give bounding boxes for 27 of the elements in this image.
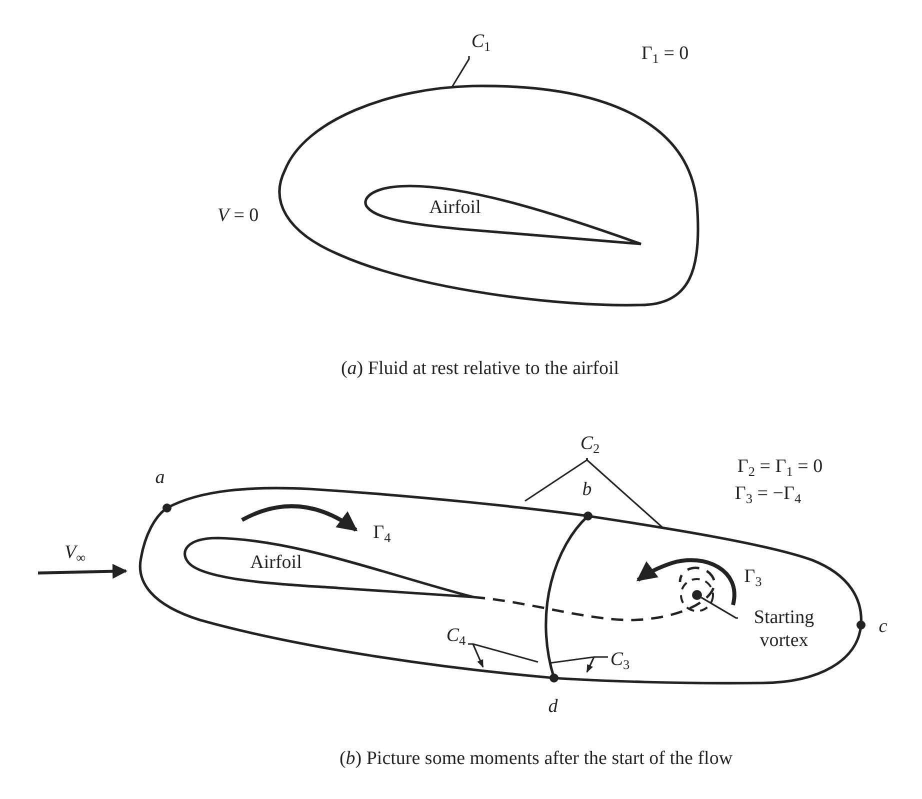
curve-name: C$_{1}$ bbox=[471, 31, 491, 53]
point-label: d bbox=[548, 696, 558, 718]
caption: (a) Fluid at rest relative to the airfoil bbox=[340, 358, 620, 380]
callout-text: Starting vortex bbox=[752, 606, 816, 652]
airfoil-label: Airfoil bbox=[250, 552, 302, 574]
circulation-label: Γ$_{3}$ = −Γ$_{4}$ bbox=[734, 483, 802, 505]
leader-line bbox=[524, 458, 588, 502]
leader-line bbox=[586, 458, 663, 528]
curve-name: C$_{2}$ bbox=[580, 433, 600, 455]
circulation-label: Γ$_{3}$ bbox=[744, 566, 762, 588]
circulation-label: Γ$_{1}$ = 0 bbox=[641, 43, 689, 65]
point-label: a bbox=[155, 467, 165, 489]
curve-name: C$_{4}$ bbox=[446, 625, 466, 647]
leader-line bbox=[549, 656, 609, 673]
caption: (b) Picture some moments after the start of the flow bbox=[339, 748, 733, 770]
velocity-label: V$_{∞}$ bbox=[64, 542, 86, 564]
leader-line bbox=[451, 56, 470, 88]
curve-name: C$_{3}$ bbox=[610, 649, 630, 671]
point-label: b bbox=[582, 479, 592, 501]
leader-line bbox=[467, 643, 539, 668]
circulation-label: Γ$_{2}$ = Γ$_{1}$ = 0 bbox=[737, 456, 823, 478]
point-label: c bbox=[878, 616, 888, 638]
velocity-label: V = 0 bbox=[217, 205, 259, 227]
vortex-center-dot bbox=[692, 590, 702, 600]
leader-line bbox=[700, 596, 738, 619]
circulation-label: Γ$_{4}$ bbox=[373, 522, 391, 544]
airfoil-label: Airfoil bbox=[429, 197, 481, 219]
